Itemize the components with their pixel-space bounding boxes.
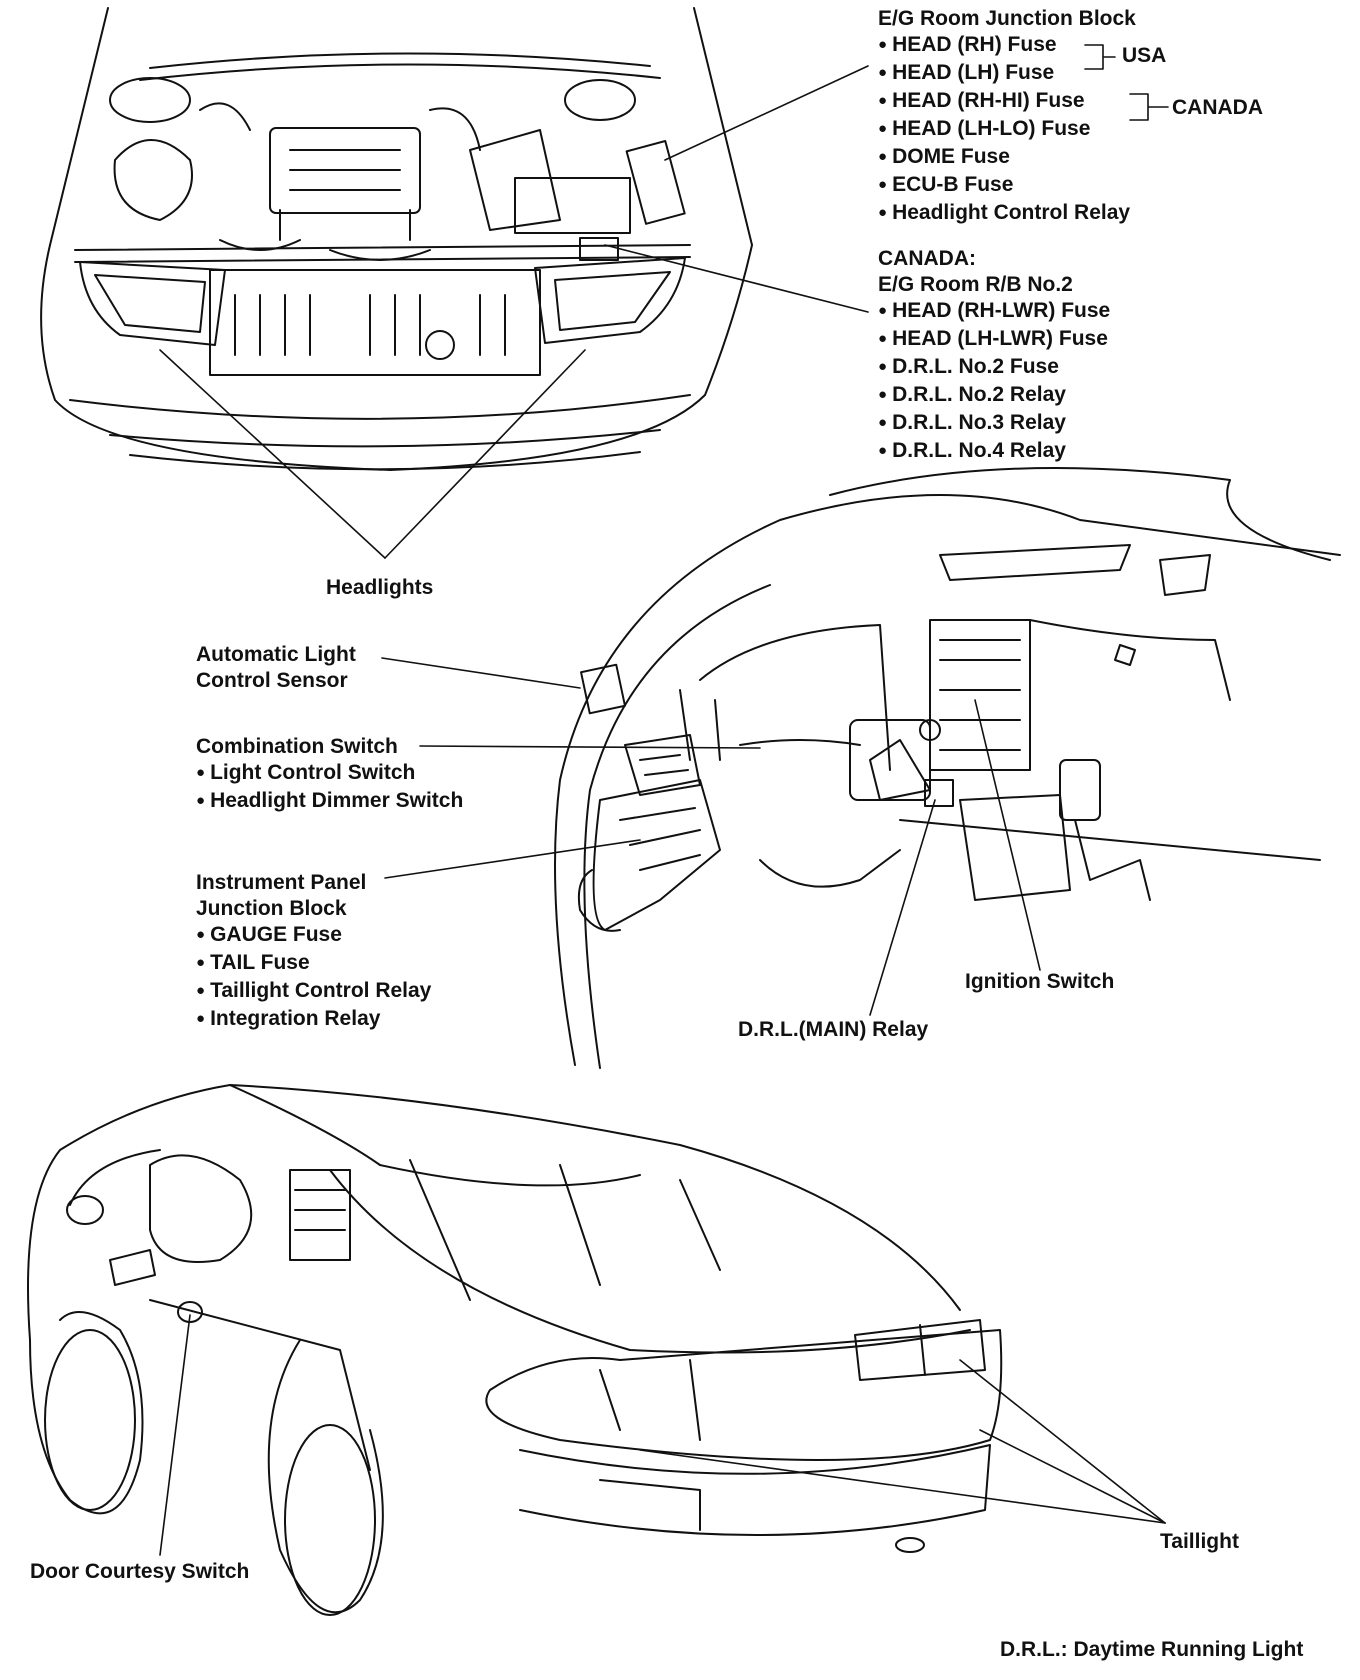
fuse-ecu-b: ECU-B Fuse — [878, 172, 1136, 200]
dashboard-leaders — [381, 657, 1041, 1016]
drl-main-relay-label: D.R.L.(MAIN) Relay — [738, 1018, 929, 1041]
rear-car-leaders — [159, 1314, 1166, 1556]
auto-light-sensor-line1: Automatic Light — [196, 643, 356, 666]
ip-junction-block-line2: Junction Block — [196, 897, 347, 920]
relay-drl-no3: D.R.L. No.3 Relay — [878, 410, 1110, 438]
door-courtesy-switch-label: Door Courtesy Switch — [30, 1560, 250, 1583]
fuse-gauge: GAUGE Fuse — [196, 922, 431, 950]
eg-room-junction-block-title: E/G Room Junction Block — [878, 7, 1136, 30]
fuse-head-lh-lwr: HEAD (LH-LWR) Fuse — [878, 326, 1110, 354]
light-control-switch: Light Control Switch — [196, 760, 463, 788]
canada-rb-label: CANADA: E/G Room R/B No.2 HEAD (RH-LWR) … — [878, 246, 1110, 466]
headlights-label: Headlights — [326, 576, 434, 599]
fuse-head-lh: HEAD (LH) Fuse — [878, 60, 1136, 88]
usa-label: USA — [1122, 44, 1167, 67]
relay-integration: Integration Relay — [196, 1006, 431, 1034]
canada-label: CANADA — [1172, 96, 1263, 119]
fuse-head-rh-hi: HEAD (RH-HI) Fuse — [878, 88, 1136, 116]
bracket-canada — [1129, 93, 1169, 121]
relay-drl-no4: D.R.L. No.4 Relay — [878, 438, 1110, 466]
ip-junction-block-label: Instrument Panel Junction Block GAUGE Fu… — [196, 870, 431, 1034]
fuse-head-rh: HEAD (RH) Fuse — [878, 32, 1136, 60]
relay-headlight-control: Headlight Control Relay — [878, 200, 1136, 228]
combination-switch-label: Combination Switch Light Control Switch … — [196, 734, 463, 816]
engine-bay-leaders — [159, 65, 869, 559]
drl-footnote: D.R.L.: Daytime Running Light — [1000, 1638, 1304, 1661]
combination-switch-title: Combination Switch — [196, 735, 398, 758]
fuse-dome: DOME Fuse — [878, 144, 1136, 172]
ignition-switch-label: Ignition Switch — [965, 970, 1115, 993]
ip-junction-block-line1: Instrument Panel — [196, 871, 367, 894]
auto-light-sensor-label: Automatic Light Control Sensor — [196, 642, 356, 694]
fuse-head-rh-lwr: HEAD (RH-LWR) Fuse — [878, 298, 1110, 326]
engine-bay-drawing — [40, 7, 753, 471]
taillight-label: Taillight — [1160, 1530, 1239, 1553]
dashboard-drawing — [554, 467, 1341, 1069]
fuse-drl-no2: D.R.L. No.2 Fuse — [878, 354, 1110, 382]
canada-rb-heading: CANADA: — [878, 247, 976, 270]
headlight-dimmer-switch: Headlight Dimmer Switch — [196, 788, 463, 816]
canada-rb-title: E/G Room R/B No.2 — [878, 273, 1073, 296]
rear-car-drawing — [27, 1084, 1003, 1616]
eg-room-junction-block-label: E/G Room Junction Block HEAD (RH) Fuse H… — [878, 6, 1136, 228]
relay-taillight-control: Taillight Control Relay — [196, 978, 431, 1006]
fuse-tail: TAIL Fuse — [196, 950, 431, 978]
fuse-head-lh-lo: HEAD (LH-LO) Fuse — [878, 116, 1136, 144]
auto-light-sensor-line2: Control Sensor — [196, 669, 348, 692]
relay-drl-no2: D.R.L. No.2 Relay — [878, 382, 1110, 410]
